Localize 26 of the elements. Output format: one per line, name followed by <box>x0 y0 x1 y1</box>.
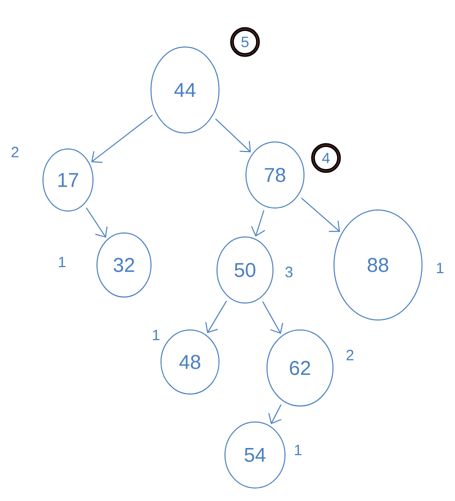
arrow <box>262 300 284 334</box>
tree-node: 48 <box>160 330 220 394</box>
arrow <box>215 118 251 152</box>
tree-node: 32 <box>96 232 152 298</box>
height-number: 1 <box>294 444 302 456</box>
height-number: 1 <box>436 262 444 274</box>
height-number: 2 <box>346 350 354 360</box>
tree-node: 78 <box>246 142 304 208</box>
arrow <box>205 300 228 334</box>
tree-node: 54 <box>224 422 286 488</box>
arrow <box>300 198 340 232</box>
tree-node: 88 <box>334 210 422 320</box>
arrow <box>86 207 108 238</box>
arrow <box>250 210 266 237</box>
tree-node: 50 <box>216 236 274 304</box>
height-number: 1 <box>58 256 66 268</box>
arrow <box>91 114 153 163</box>
height-number: 1 <box>152 330 160 340</box>
tree-node: 17 <box>42 148 94 212</box>
arrow <box>268 404 282 424</box>
circled-height-number: 4 <box>311 143 341 173</box>
height-number: 2 <box>12 146 18 158</box>
tree-node: 62 <box>266 330 334 406</box>
circled-height-number: 5 <box>230 27 260 57</box>
tree-node: 44 <box>150 46 220 134</box>
height-number: 3 <box>285 266 292 278</box>
